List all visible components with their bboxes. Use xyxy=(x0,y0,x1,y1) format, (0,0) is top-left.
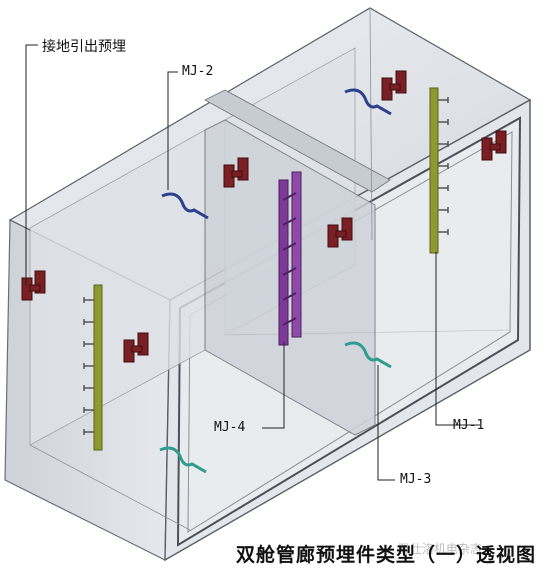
mj1-rail-left xyxy=(83,284,103,451)
leader-mj1 xyxy=(435,252,480,426)
floor-edge-line xyxy=(29,444,191,531)
tunnel-inner-frame xyxy=(187,131,513,533)
middle-partition-wall xyxy=(204,119,376,436)
label-mj2: MJ-2 xyxy=(182,64,214,79)
leader-mj2 xyxy=(167,71,178,190)
grounding-plate xyxy=(327,217,353,248)
watermark: 雅仕洛机电杂志 xyxy=(398,542,483,556)
grounding-plate xyxy=(21,270,46,301)
grounding-plate xyxy=(123,332,149,363)
label-mj4: MJ-4 xyxy=(214,420,246,435)
mj1-rail-right xyxy=(429,87,449,254)
floor-edge-line xyxy=(224,329,511,336)
leader-mj4 xyxy=(262,342,285,429)
corner-edge xyxy=(369,7,373,241)
label-grounding-lead-out: 接地引出预埋 xyxy=(42,39,126,55)
mj2-wave-bar xyxy=(161,192,209,220)
grounding-plate xyxy=(381,70,407,101)
grounding-plate xyxy=(223,157,249,188)
mj3-wave-bar xyxy=(344,341,392,369)
leader-grounding xyxy=(25,44,38,285)
leader-mj3 xyxy=(377,365,395,481)
partition-top-edge xyxy=(204,89,391,193)
mj3-wave-bar-lower xyxy=(159,446,207,474)
figure-caption: 双舱管廊预埋件类型（一）透视图 xyxy=(236,544,537,566)
label-mj3: MJ-3 xyxy=(400,472,432,487)
grounding-plate xyxy=(481,130,507,161)
mj2-wave-bar-upper xyxy=(344,88,392,116)
label-mj1: MJ-1 xyxy=(453,418,485,433)
